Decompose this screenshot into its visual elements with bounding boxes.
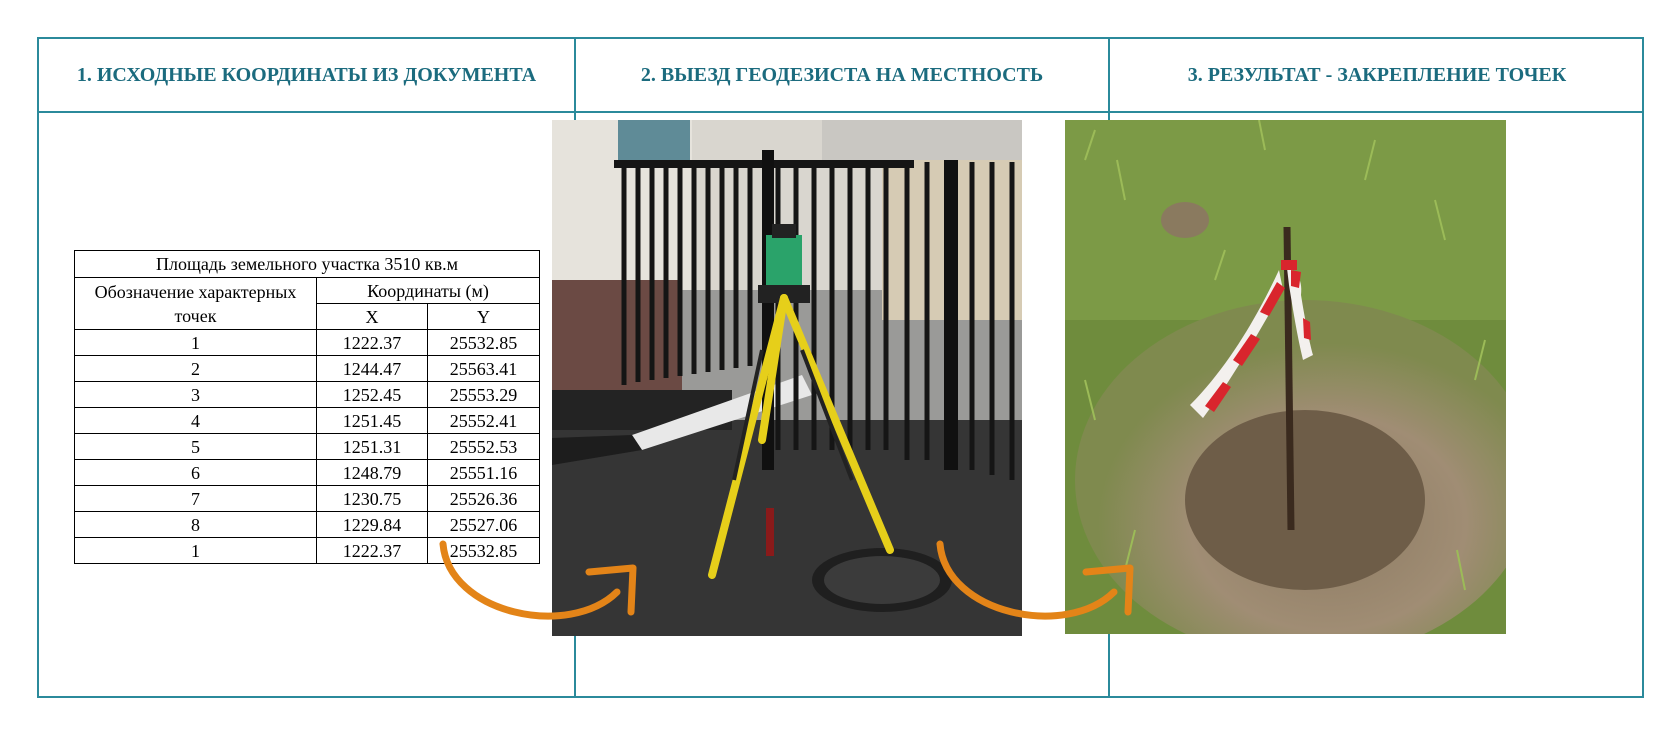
header-divider [39,111,1642,113]
y-cell: 25552.53 [426,433,541,460]
x-cell: 1244.47 [316,355,428,382]
infographic-frame: 1. ИСХОДНЫЕ КООРДИНАТЫ ИЗ ДОКУМЕНТА 2. В… [37,37,1644,698]
x-cell: 1222.37 [316,329,428,356]
y-cell: 25532.85 [426,329,541,356]
step-1-heading: 1. ИСХОДНЫЕ КООРДИНАТЫ ИЗ ДОКУМЕНТА [76,63,537,86]
y-cell: 25551.16 [426,459,541,486]
x-cell: 1248.79 [316,459,428,486]
x-cell: 1229.84 [316,511,428,538]
y-cell: 25563.41 [426,355,541,382]
curved-arrow-icon [439,540,637,620]
marker-stake-photo [1065,120,1506,634]
y-cell: 25526.36 [426,485,541,512]
coordinates-table: Площадь земельного участка 3510 кв.м Обо… [73,250,541,564]
point-cell: 5 [74,433,317,460]
point-cell: 4 [74,407,317,434]
y-cell: 25552.41 [426,407,541,434]
point-cell: 1 [74,329,317,356]
y-cell: 25527.06 [426,511,541,538]
x-header: X [316,303,428,330]
x-cell: 1230.75 [316,485,428,512]
x-cell: 1252.45 [316,381,428,408]
y-cell: 25553.29 [426,381,541,408]
curved-arrow-icon [936,540,1134,620]
point-cell: 8 [74,511,317,538]
coordinates-header: Координаты (м) [315,277,541,304]
point-cell: 6 [74,459,317,486]
y-header: Y [426,303,541,330]
x-cell: 1251.31 [316,433,428,460]
point-cell: 2 [74,355,317,382]
x-cell: 1251.45 [316,407,428,434]
land-area-title: Площадь земельного участка 3510 кв.м [73,250,541,278]
point-cell: 3 [74,381,317,408]
step-2-heading: 2. ВЫЕЗД ГЕОДЕЗИСТА НА МЕСТНОСТЬ [640,63,1044,86]
point-cell: 7 [74,485,317,512]
step-3-heading: 3. РЕЗУЛЬТАТ - ЗАКРЕПЛЕНИЕ ТОЧЕК [1187,63,1567,86]
point-designation-header: Обозначение характерных точек [74,277,317,330]
x-cell: 1222.37 [316,537,428,564]
point-cell: 1 [74,537,317,564]
